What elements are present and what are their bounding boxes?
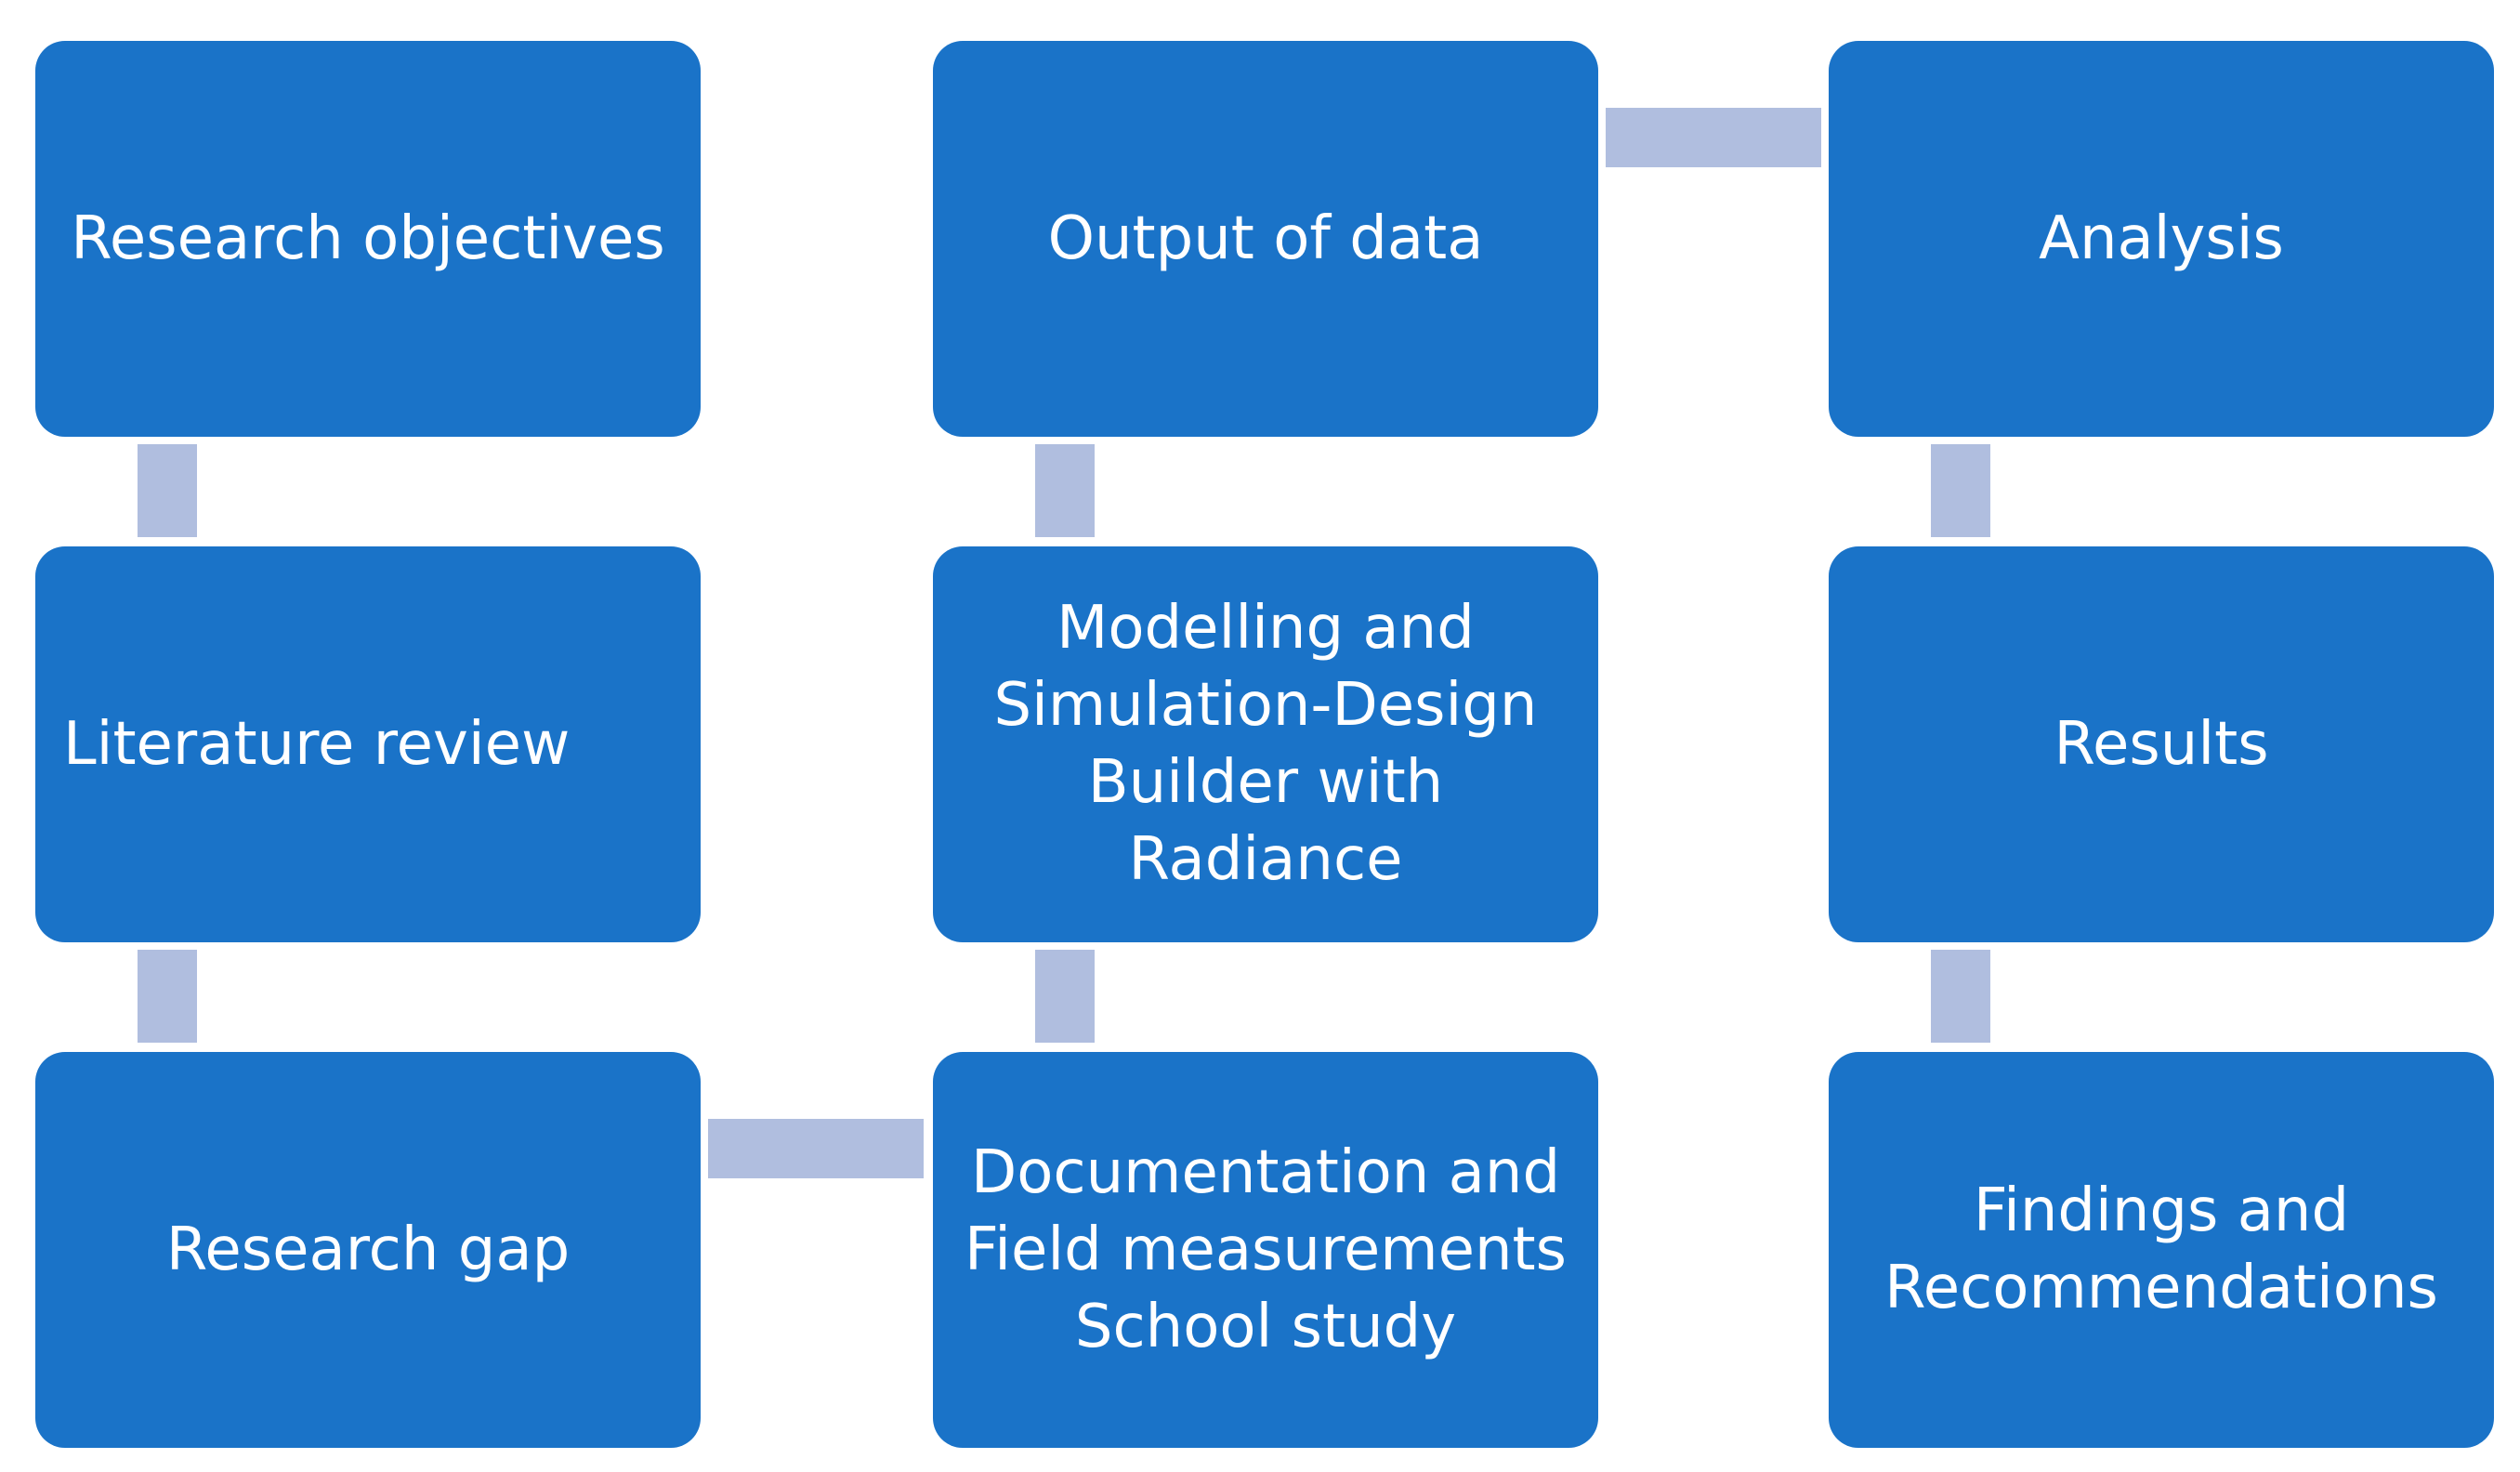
connector-modelling-output	[1035, 444, 1095, 537]
step-findings-recommendations: Findings and Recommendations	[1829, 1052, 2494, 1448]
connector-literature-gap	[138, 950, 197, 1043]
step-output-of-data: Output of data	[933, 41, 1598, 437]
step-label: Documentation and Field measurements Sch…	[965, 1137, 1567, 1361]
step-label: Research objectives	[71, 204, 665, 273]
step-label: Literature review	[63, 709, 571, 779]
step-documentation-field-measurements: Documentation and Field measurements Sch…	[933, 1052, 1598, 1448]
step-label: Output of data	[1047, 204, 1484, 273]
step-analysis: Analysis	[1829, 41, 2494, 437]
step-label: Research gap	[165, 1215, 571, 1284]
step-label: Analysis	[2039, 204, 2284, 273]
step-results: Results	[1829, 546, 2494, 942]
step-label: Modelling and Simulation-Design Builder …	[993, 594, 1538, 894]
step-modelling-simulation: Modelling and Simulation-Design Builder …	[933, 546, 1598, 942]
connector-objectives-literature	[138, 444, 197, 537]
step-label: Findings and Recommendations	[1884, 1176, 2438, 1322]
connector-results-findings	[1931, 950, 1990, 1043]
connector-documentation-modelling	[1035, 950, 1095, 1043]
step-research-objectives: Research objectives	[35, 41, 701, 437]
step-literature-review: Literature review	[35, 546, 701, 942]
connector-gap-documentation	[708, 1119, 924, 1178]
step-label: Results	[2054, 709, 2269, 779]
step-research-gap: Research gap	[35, 1052, 701, 1448]
connector-analysis-results	[1931, 444, 1990, 537]
connector-output-analysis	[1606, 108, 1821, 167]
